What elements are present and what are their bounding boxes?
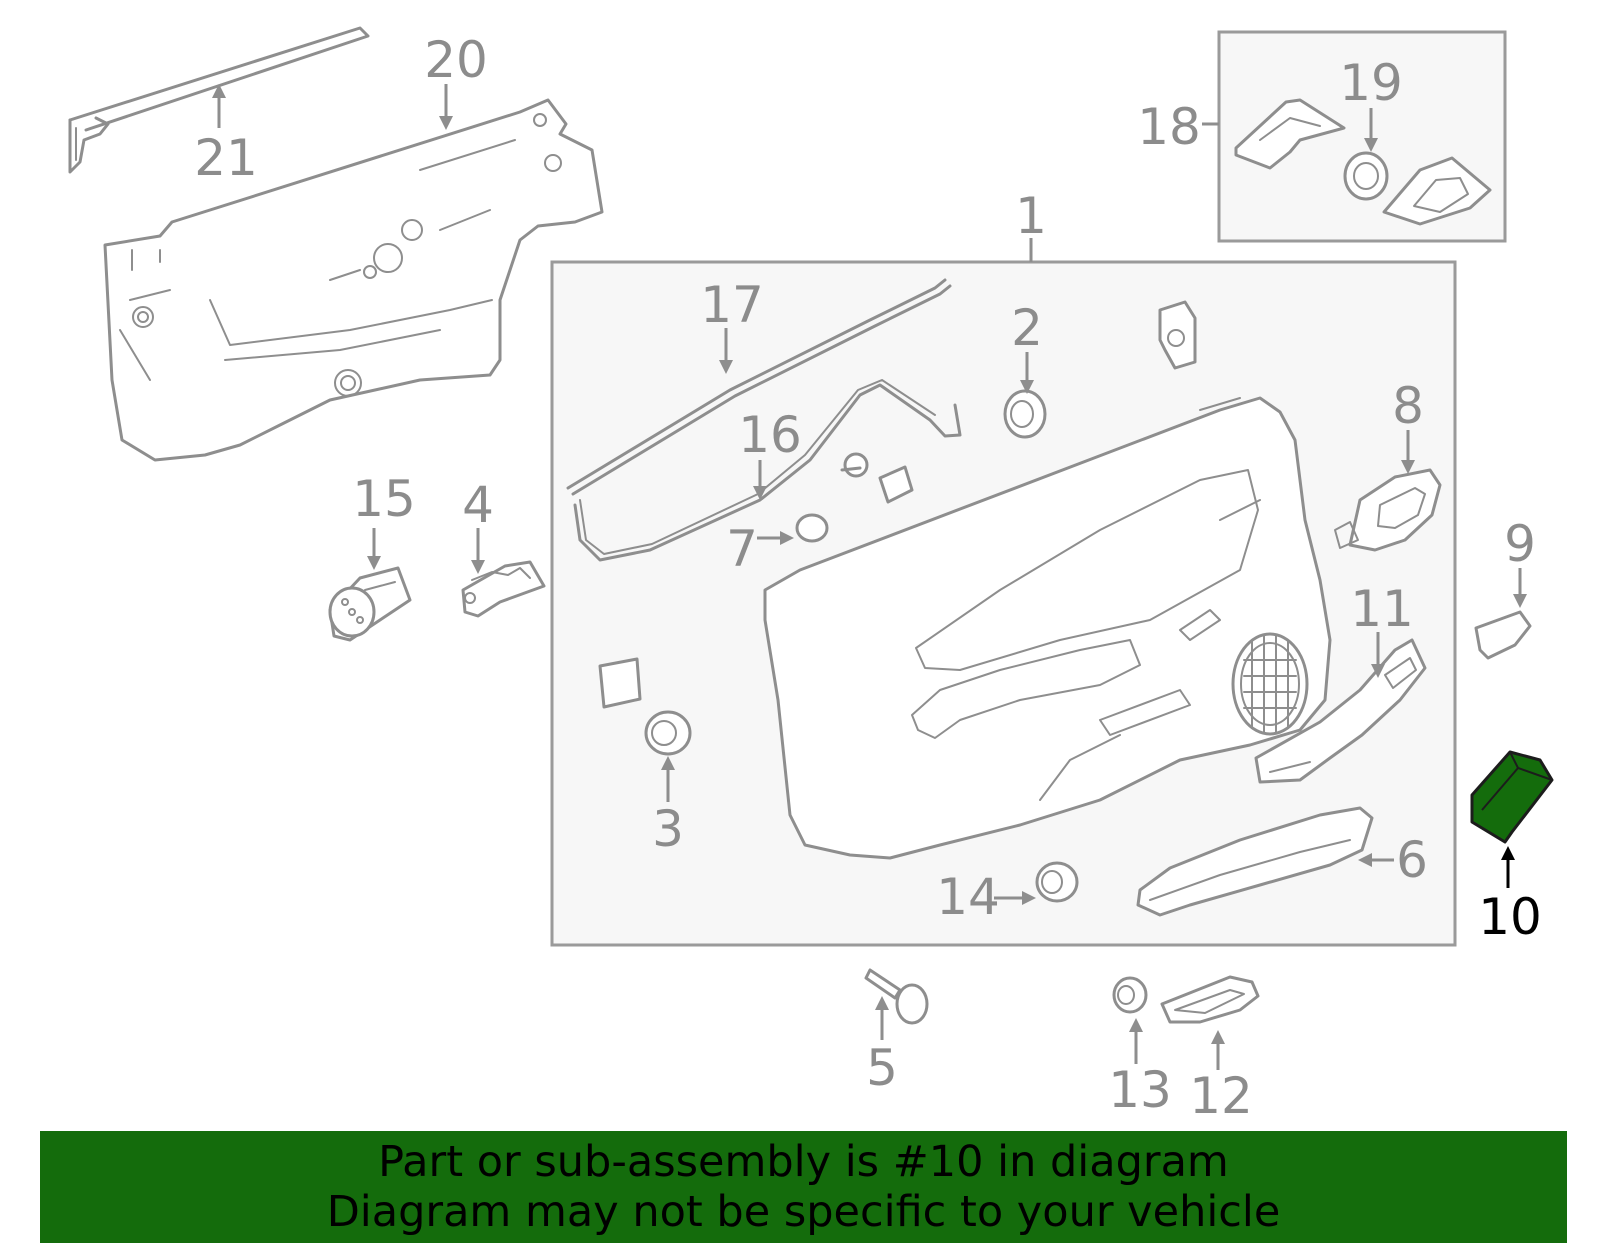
callout-18: 18 (1137, 98, 1201, 156)
part-13-plug[interactable] (1112, 976, 1148, 1014)
part-3-grommet[interactable] (644, 710, 692, 756)
callout-6: 6 (1396, 831, 1428, 889)
part-10-switch-highlighted[interactable] (1470, 750, 1554, 844)
callout-5: 5 (866, 1039, 898, 1097)
part-12-liner[interactable] (1160, 975, 1260, 1024)
callout-3: 3 (652, 800, 684, 858)
part-clip[interactable] (878, 465, 914, 504)
part-square-pad[interactable] (598, 657, 642, 709)
part-18-bracket[interactable] (1234, 98, 1346, 170)
part-bracket-upper[interactable] (1158, 300, 1197, 370)
callout-14: 14 (936, 868, 1000, 926)
part-14-grommet[interactable] (1035, 861, 1079, 903)
part-8-handle[interactable] (1334, 468, 1442, 552)
part-17-molding[interactable] (566, 278, 952, 496)
callout-7: 7 (726, 520, 758, 578)
part-5-screw[interactable] (864, 968, 929, 1025)
part-2-grommet[interactable] (1003, 389, 1047, 439)
part-19-knob[interactable] (1343, 151, 1389, 201)
part-9-cover[interactable] (1474, 610, 1532, 660)
callout-1: 1 (1015, 187, 1047, 245)
part-6-armrest[interactable] (1136, 806, 1374, 917)
callout-12: 12 (1189, 1067, 1253, 1125)
part-18-bezel[interactable] (1382, 156, 1492, 226)
callout-17: 17 (700, 276, 764, 334)
part-7-nut[interactable] (795, 513, 829, 543)
part-info-banner: Part or sub-assembly is #10 in diagram D… (40, 1131, 1567, 1243)
part-15-switch[interactable] (328, 566, 412, 642)
part-21-weatherstrip[interactable] (68, 26, 370, 174)
callout-13: 13 (1108, 1061, 1172, 1119)
callout-19: 19 (1339, 54, 1403, 112)
callout-15: 15 (352, 470, 416, 528)
part-11-switch-bezel[interactable] (1254, 638, 1427, 784)
leader-arrows (212, 84, 1527, 1070)
part-pushpin[interactable] (840, 452, 869, 478)
callout-11: 11 (1350, 580, 1414, 638)
part-4-bracket[interactable] (461, 560, 546, 618)
callout-21: 21 (194, 129, 258, 187)
banner-line-1: Part or sub-assembly is #10 in diagram (378, 1137, 1229, 1187)
part-20-water-deflector[interactable] (103, 98, 604, 462)
callout-20: 20 (424, 31, 488, 89)
callout-8: 8 (1392, 377, 1424, 435)
callout-2: 2 (1011, 299, 1043, 357)
banner-line-2: Diagram may not be specific to your vehi… (326, 1187, 1281, 1237)
callout-9: 9 (1504, 515, 1536, 573)
callout-10-highlighted: 10 (1478, 888, 1542, 946)
callout-4: 4 (462, 476, 494, 534)
part-1-door-trim-panel[interactable] (763, 396, 1332, 860)
callout-16: 16 (738, 406, 802, 464)
